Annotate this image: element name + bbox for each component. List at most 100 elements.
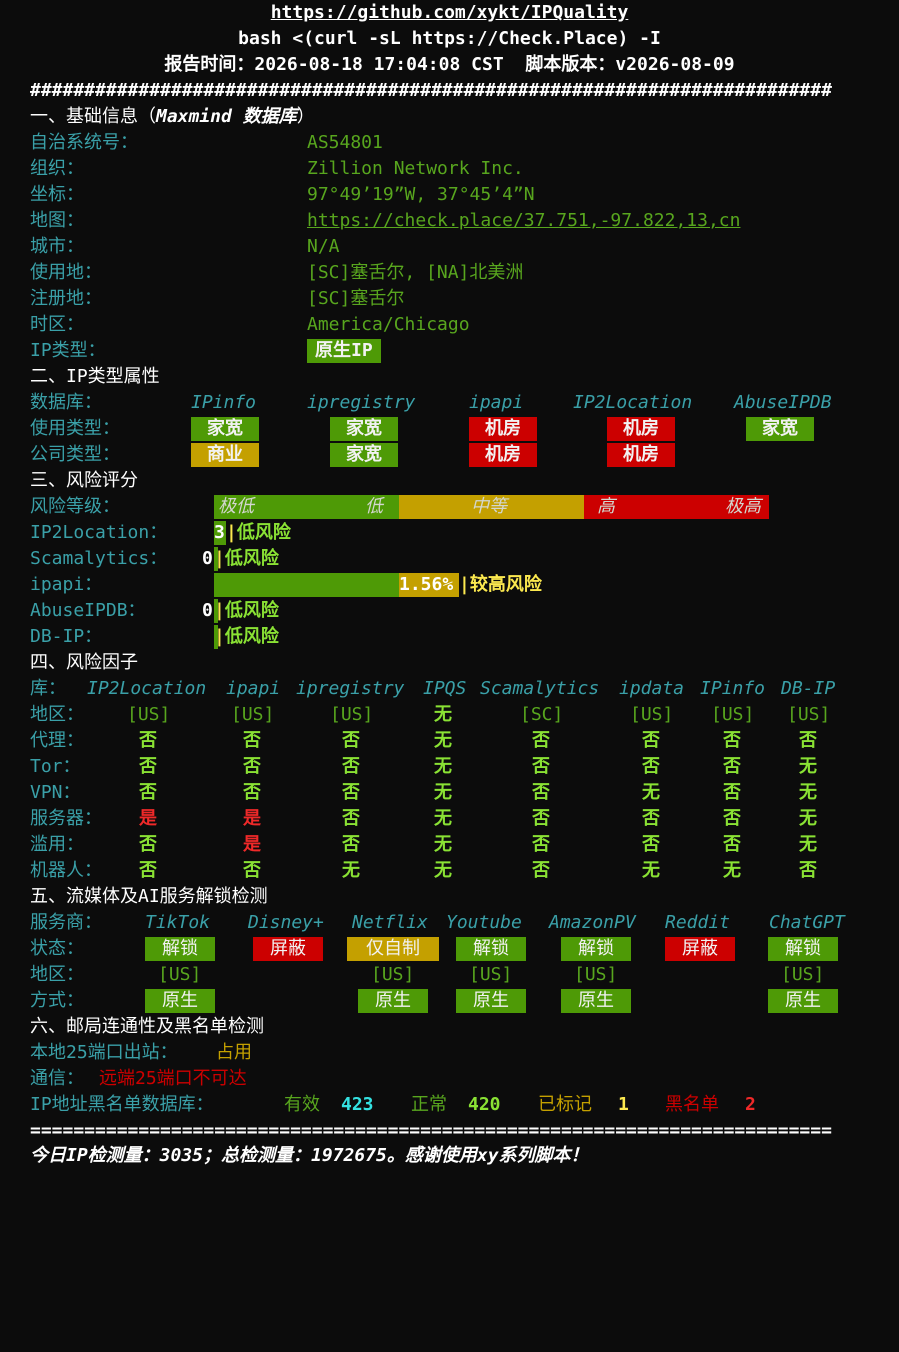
asn-label: 自治系统号：	[30, 132, 138, 153]
media-service-name: TikTok	[145, 912, 211, 933]
map-link[interactable]: https://check.place/37.751,-97.822,13,cn	[307, 210, 741, 231]
media-status-badge: 解锁	[456, 937, 526, 961]
ipapi-risk-bar-yellow	[399, 573, 459, 597]
risk-scale-label: 低	[365, 496, 383, 517]
factor-cell: 否	[532, 834, 550, 855]
company-type-badge: 商业	[191, 443, 259, 467]
hash-divider: ########################################…	[30, 80, 832, 101]
factor-cell: 否	[642, 808, 660, 829]
risk-level-label: 风险等级：	[30, 496, 120, 517]
factor-cell: 否	[139, 730, 157, 751]
header-url[interactable]: https://github.com/xykt/IPQuality	[270, 2, 629, 23]
ipapi-risk-score: 1.56%	[399, 574, 454, 595]
media-status-badge: 解锁	[561, 937, 631, 961]
media-region-value: [US]	[469, 964, 513, 985]
factor-cell: 否	[532, 860, 550, 881]
header-command: bash <(curl -sL https://Check.Place) -I	[238, 28, 661, 49]
media-mode-badge: 原生	[145, 989, 215, 1013]
factor-cell: 否	[243, 860, 261, 881]
blacklist-marked-label: 已标记	[538, 1094, 592, 1115]
factor-cell: 否	[139, 756, 157, 777]
risk-scale-label: 极高	[725, 496, 761, 517]
reg-location-label: 注册地：	[30, 288, 102, 309]
use-type-badge: 机房	[607, 417, 675, 441]
factor-row-label: VPN：	[30, 782, 81, 803]
factor-cell: 否	[243, 730, 261, 751]
factor-cell: 否	[342, 782, 360, 803]
factor-cell: [US]	[787, 704, 831, 725]
ip2location-risk-text: |低风险	[226, 522, 291, 543]
use-type-badge: 机房	[469, 417, 537, 441]
company-type-badge: 家宽	[330, 443, 398, 467]
company-type-badge: 机房	[469, 443, 537, 467]
factor-cell: 否	[723, 782, 741, 803]
section-factors-title: 四、风险因子	[30, 652, 138, 673]
use-type-badge: 家宽	[191, 417, 259, 441]
footer-stats: 今日IP检测量：3035；总检测量：1972675。感谢使用xy系列脚本！	[30, 1145, 589, 1166]
abuseipdb-risk-score: 0	[202, 600, 213, 621]
media-service-name: Netflix	[352, 912, 428, 933]
comm-label: 通信：	[30, 1068, 84, 1089]
dbip-risk-bar	[214, 625, 218, 649]
factor-lib-header: IP2Location	[87, 678, 207, 699]
risk-scale-label: 中等	[471, 496, 507, 517]
types-db-ipregistry: ipregistry	[307, 392, 416, 413]
company-type-label: 公司类型：	[30, 444, 120, 465]
port25-label: 本地25端口出站：	[30, 1042, 178, 1063]
media-mode-badge: 原生	[358, 989, 428, 1013]
factor-cell: 是	[243, 808, 261, 829]
ip2location-risk-score: 3	[214, 522, 225, 543]
media-mode-badge: 原生	[561, 989, 631, 1013]
factor-cell: 无	[434, 704, 452, 725]
asn-value: AS54801	[307, 132, 383, 153]
media-service-name: Disney+	[248, 912, 324, 933]
factor-cell: 否	[139, 834, 157, 855]
factor-cell: [US]	[330, 704, 374, 725]
factor-cell: 无	[434, 834, 452, 855]
factor-cell: 否	[342, 834, 360, 855]
dbip-risk-text: |低风险	[214, 626, 279, 647]
factor-lib-header: ipdata	[619, 678, 685, 699]
use-location-value: [SC]塞舌尔, [NA]北美洲	[307, 262, 524, 283]
media-region-value: [US]	[574, 964, 618, 985]
media-service-label: 服务商：	[30, 912, 102, 933]
types-db-ip2location: IP2Location	[573, 392, 693, 413]
factor-cell: 无	[723, 860, 741, 881]
timezone-value: America/Chicago	[307, 314, 470, 335]
factor-cell: 否	[799, 730, 817, 751]
scamalytics-risk-label: Scamalytics：	[30, 548, 168, 569]
types-db-label: 数据库：	[30, 392, 102, 413]
city-label: 城市：	[30, 236, 84, 257]
abuseipdb-risk-bar	[214, 599, 218, 623]
ip2location-risk-label: IP2Location：	[30, 522, 168, 543]
use-type-badge: 家宽	[330, 417, 398, 441]
media-status-label: 状态：	[30, 938, 84, 959]
section-media-title: 五、流媒体及AI服务解锁检测	[30, 886, 268, 907]
map-label: 地图：	[30, 210, 84, 231]
factor-cell: 否	[342, 808, 360, 829]
iptype-label: IP类型：	[30, 340, 106, 361]
ipapi-risk-text: |较高风险	[459, 574, 542, 595]
factor-cell: 无	[799, 756, 817, 777]
factor-lib-header: Scamalytics	[480, 678, 600, 699]
factor-cell: [US]	[630, 704, 674, 725]
factor-cell: 否	[723, 834, 741, 855]
factor-cell: 否	[723, 808, 741, 829]
org-label: 组织：	[30, 158, 84, 179]
abuseipdb-risk-label: AbuseIPDB：	[30, 600, 146, 621]
factor-cell: 否	[642, 730, 660, 751]
dbip-risk-label: DB-IP：	[30, 626, 103, 647]
scamalytics-risk-score: 0	[202, 548, 213, 569]
blacklist-valid-label: 有效	[284, 1094, 320, 1115]
factor-lib-header: DB-IP	[781, 678, 836, 699]
media-status-badge: 解锁	[768, 937, 838, 961]
coord-label: 坐标：	[30, 184, 84, 205]
factor-cell: 否	[799, 860, 817, 881]
factor-cell: 无	[434, 860, 452, 881]
org-value: Zillion Network Inc.	[307, 158, 524, 179]
blacklist-black-count: 2	[745, 1094, 756, 1115]
report-time: 报告时间：2026-08-18 17:04:08 CST 脚本版本：v2026-…	[164, 54, 735, 75]
risk-scale-high	[584, 495, 769, 519]
blacklist-normal-label: 正常	[411, 1094, 447, 1115]
factor-cell: [US]	[231, 704, 275, 725]
